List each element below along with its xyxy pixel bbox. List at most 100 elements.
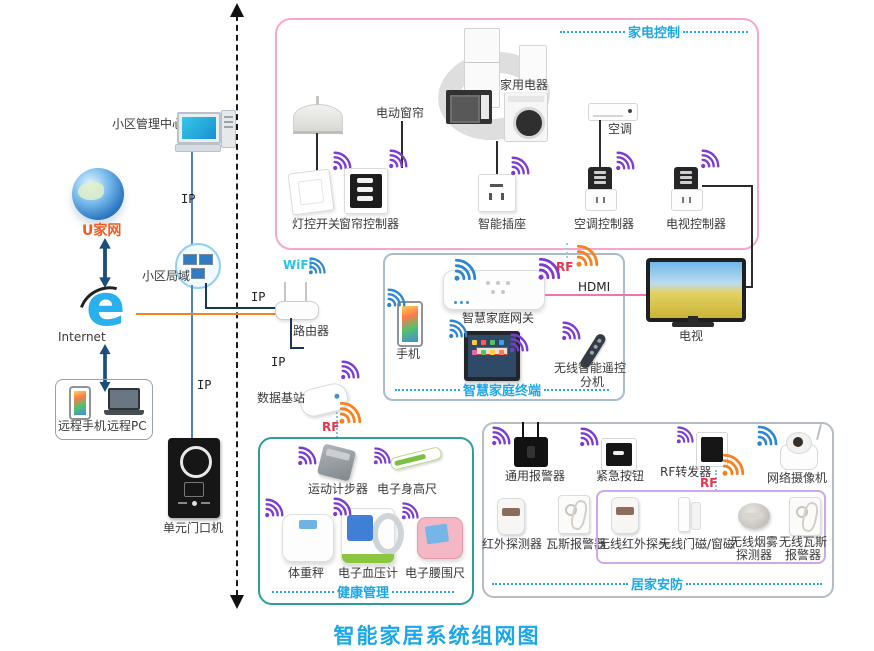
rf-signal-icon <box>575 244 599 269</box>
ir-detector-icon <box>497 498 525 535</box>
curtain-controller-label: 窗帘控制器 <box>339 217 400 231</box>
rf-repeater-label: RF转发器 <box>660 465 712 479</box>
terminal-box-title: 智慧家庭终端 <box>463 384 542 399</box>
health-box-title: 健康管理 <box>337 586 390 601</box>
tv-label: 电视 <box>679 329 704 343</box>
gateway-label: 智慧家庭网关 <box>462 311 535 325</box>
alarm-label: 通用报警器 <box>505 469 566 483</box>
wifi-icon <box>372 447 391 466</box>
appliance-box-title: 家电控制 <box>628 26 681 41</box>
wifi-icon <box>400 502 419 521</box>
ip-label-2: IP <box>197 378 212 392</box>
remote-pc-label: 远程PC <box>107 419 147 433</box>
ujia-portal-logo: U家网 <box>82 223 122 239</box>
security-box-title: 居家安防 <box>631 578 684 593</box>
wifi-icon <box>385 288 406 309</box>
wifi-icon <box>453 258 477 283</box>
health-box <box>258 437 474 605</box>
wifi-icon <box>447 319 468 340</box>
waist-ruler-label: 电子腰围尺 <box>405 566 466 580</box>
waist-ruler-icon <box>417 517 463 559</box>
camera-label: 网络摄像机 <box>767 471 828 485</box>
door-station-label: 单元门口机 <box>163 521 224 535</box>
globe-icon <box>72 168 124 220</box>
router-label: 路由器 <box>293 324 330 338</box>
door-magnet-label: 无线门磁/窗磁 <box>659 537 736 551</box>
router-antenna-icon <box>284 282 286 302</box>
wireless-ir-icon <box>611 497 639 534</box>
base-station-label: 数据基站 <box>257 391 306 405</box>
ir-detector-label: 红外探测器 <box>482 537 543 551</box>
ip-label-4: IP <box>271 355 286 369</box>
door-magnet-icon <box>691 502 701 530</box>
rf-label-3: RF <box>700 476 718 490</box>
wifi-icon <box>387 149 408 170</box>
rf-repeater-icon <box>696 432 728 467</box>
ac-controller-label: 空调控制器 <box>574 217 635 231</box>
ip-label-1: IP <box>181 192 196 206</box>
emergency-button-icon <box>601 438 637 471</box>
lan-node-icon <box>175 243 221 289</box>
wifi-icon <box>263 498 284 519</box>
lan-label: 小区局域 <box>142 269 191 283</box>
wifi-label: WiFi <box>283 258 313 272</box>
air-conditioner-icon <box>588 103 638 121</box>
wireless-ir-label: 无线红外探头 <box>598 537 671 551</box>
curtain-controller-icon <box>344 168 388 214</box>
smoke-label-1: 无线烟雾 <box>730 535 779 549</box>
phone-icon <box>397 301 423 347</box>
mgmt-keyboard-icon <box>175 144 221 152</box>
height-ruler-label: 电子身高尺 <box>377 482 438 496</box>
motor-curtain-label: 电动窗帘 <box>376 106 425 120</box>
bp-monitor-label: 电子血压计 <box>338 566 399 580</box>
tv-icon <box>646 258 746 327</box>
mgmt-center-label: 小区管理中心 <box>112 117 185 131</box>
gas-alarm-icon <box>558 495 590 534</box>
bp-monitor-icon <box>341 508 404 564</box>
light-switch-label: 灯控开关 <box>292 217 341 231</box>
terminal-box <box>383 253 625 401</box>
wifi-icon <box>614 151 635 172</box>
ac-label: 空调 <box>608 122 633 136</box>
ip-label-3: IP <box>251 290 266 304</box>
wifi-icon <box>331 497 352 518</box>
wireless-gas-icon <box>789 497 821 536</box>
door-station-icon <box>168 438 220 518</box>
rf-label-2: RF <box>556 260 574 274</box>
washing-machine-icon <box>504 92 548 142</box>
wifi-icon <box>578 427 599 448</box>
remote-phone-icon <box>69 386 91 420</box>
rf-signal-icon <box>338 401 362 426</box>
smart-socket-label: 智能插座 <box>478 217 527 231</box>
hdmi-label: HDMI <box>578 280 611 294</box>
ip-camera-icon <box>778 423 822 472</box>
wifi-icon <box>755 425 778 448</box>
pedometer-label: 运动计步器 <box>308 482 369 496</box>
wifi-icon <box>699 149 720 170</box>
weight-scale-icon <box>282 514 334 562</box>
appliances-label: 家用电器 <box>500 78 549 93</box>
wifi-icon <box>675 426 694 445</box>
microwave-icon <box>446 90 492 124</box>
wifi-icon <box>490 426 511 447</box>
smoke-detector-icon <box>738 503 770 529</box>
wifi-icon <box>560 321 581 342</box>
remote-access-box <box>55 379 153 440</box>
rf-signal-icon <box>721 453 745 478</box>
universal-alarm-icon <box>514 422 548 467</box>
page-title: 智能家居系统组网图 <box>333 624 541 648</box>
light-switch-icon <box>287 168 335 216</box>
door-magnet-icon <box>678 497 690 532</box>
remote-ext-label-1: 无线智能遥控 <box>554 361 627 375</box>
lamp-icon <box>293 96 343 134</box>
arrow-down-icon <box>230 595 244 609</box>
wireless-sensor-box <box>596 490 826 564</box>
gas-alarm-label: 瓦斯报警器 <box>546 537 607 551</box>
phone-label: 手机 <box>396 347 421 361</box>
tv-controller-icon <box>671 167 703 211</box>
ie-browser-icon: e <box>69 271 145 350</box>
wifi-icon <box>339 360 360 381</box>
tv-controller-label: 电视控制器 <box>666 217 727 231</box>
emergency-label: 紧急按钮 <box>596 469 645 483</box>
